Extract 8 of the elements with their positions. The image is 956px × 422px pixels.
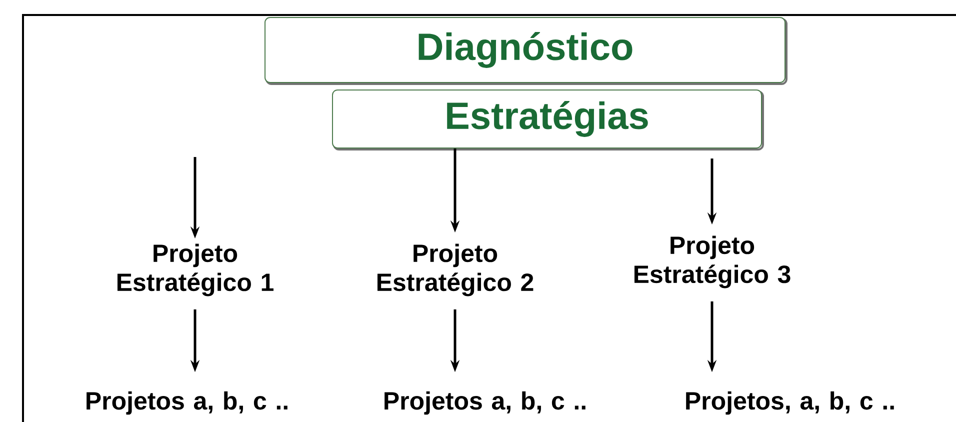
heading-box: Estratégias bbox=[332, 90, 764, 150]
project-label: Projetos, a, b, c .. bbox=[686, 391, 894, 415]
project-label: Projeto Estratégico 1 bbox=[118, 244, 274, 296]
project-label: Projetos a, b, c .. bbox=[384, 391, 586, 415]
project-label: Projeto Estratégico 2 bbox=[378, 244, 534, 296]
heading-box: Diagnóstico bbox=[264, 17, 788, 85]
project-label: Projeto Estratégico 3 bbox=[634, 236, 790, 288]
project-label: Projetos a, b, c .. bbox=[86, 391, 288, 415]
